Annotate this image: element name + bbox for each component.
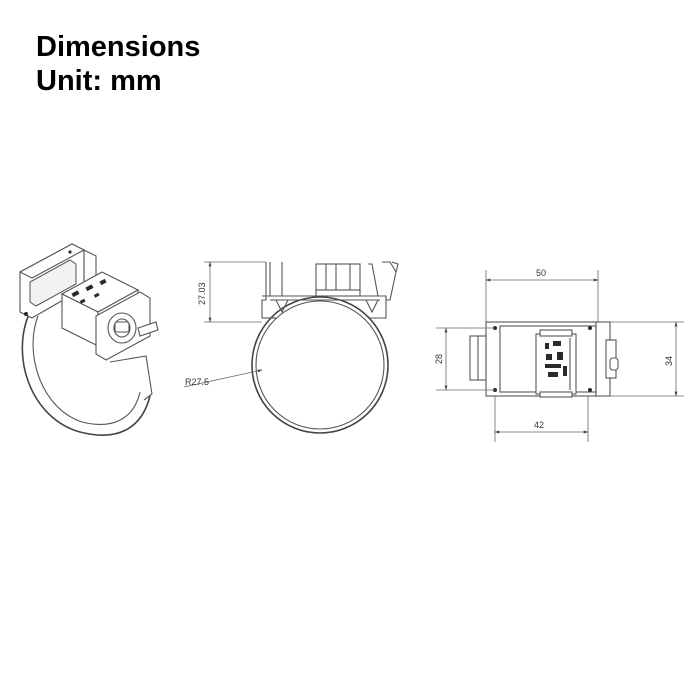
side-horn-tip	[609, 357, 619, 371]
front-bracket-left-post	[261, 262, 267, 318]
isometric-view	[18, 243, 159, 436]
iso-chip-2	[85, 284, 94, 292]
side-screw-tr	[588, 326, 592, 330]
front-bracket-right-post	[281, 262, 286, 297]
front-mount-left	[275, 299, 289, 314]
side-chip-5	[545, 364, 561, 368]
iso-chip-5	[93, 292, 100, 298]
side-dim-50-label: 50	[536, 268, 546, 278]
front-servo-block	[315, 263, 361, 291]
side-chip-2	[553, 341, 561, 346]
front-radius-leader	[183, 369, 263, 388]
front-mount-right	[365, 299, 379, 314]
front-right-tab-2	[391, 261, 399, 273]
front-right-tab	[382, 261, 397, 301]
front-dim-27-label: 27.03	[197, 282, 207, 305]
side-servo-cap-bottom	[539, 391, 573, 398]
side-dim-28-label: 28	[434, 354, 444, 364]
front-view: 27.03 R27.5	[183, 261, 399, 434]
iso-band-right-strap	[109, 355, 153, 401]
iso-chip-1	[71, 290, 80, 298]
iso-frame-top	[18, 243, 86, 279]
title-block: Dimensions Unit: mm	[36, 30, 200, 98]
side-screw-br	[588, 388, 592, 392]
iso-screw-2	[68, 250, 72, 254]
side-dim-42-label: 42	[534, 420, 544, 430]
iso-band-outer	[21, 311, 151, 436]
front-servo-cap	[315, 289, 361, 297]
iso-band-inner	[32, 315, 141, 425]
side-chip-1	[545, 343, 549, 349]
front-radius-label: R27.5	[185, 377, 209, 387]
unit-label: Unit: mm	[36, 65, 162, 97]
front-right-arm	[368, 263, 379, 297]
iso-horn-slot	[114, 321, 130, 333]
side-chip-6	[548, 372, 558, 377]
front-ring-inner	[255, 300, 385, 430]
side-chip-7	[563, 366, 567, 376]
side-dim-34-label: 34	[664, 356, 674, 366]
iso-side-tab	[137, 321, 159, 337]
side-chip-3	[546, 354, 552, 360]
side-view: 50 42 28 34	[434, 268, 684, 442]
side-servo-cap-top	[539, 329, 573, 337]
iso-screw-1	[24, 312, 28, 316]
iso-frame-window	[29, 259, 77, 307]
side-chip-4	[557, 352, 563, 360]
iso-chip-4	[79, 298, 86, 304]
page-title: Dimensions	[36, 31, 201, 63]
iso-chip-3	[99, 278, 107, 286]
front-ring-outer	[251, 296, 389, 434]
